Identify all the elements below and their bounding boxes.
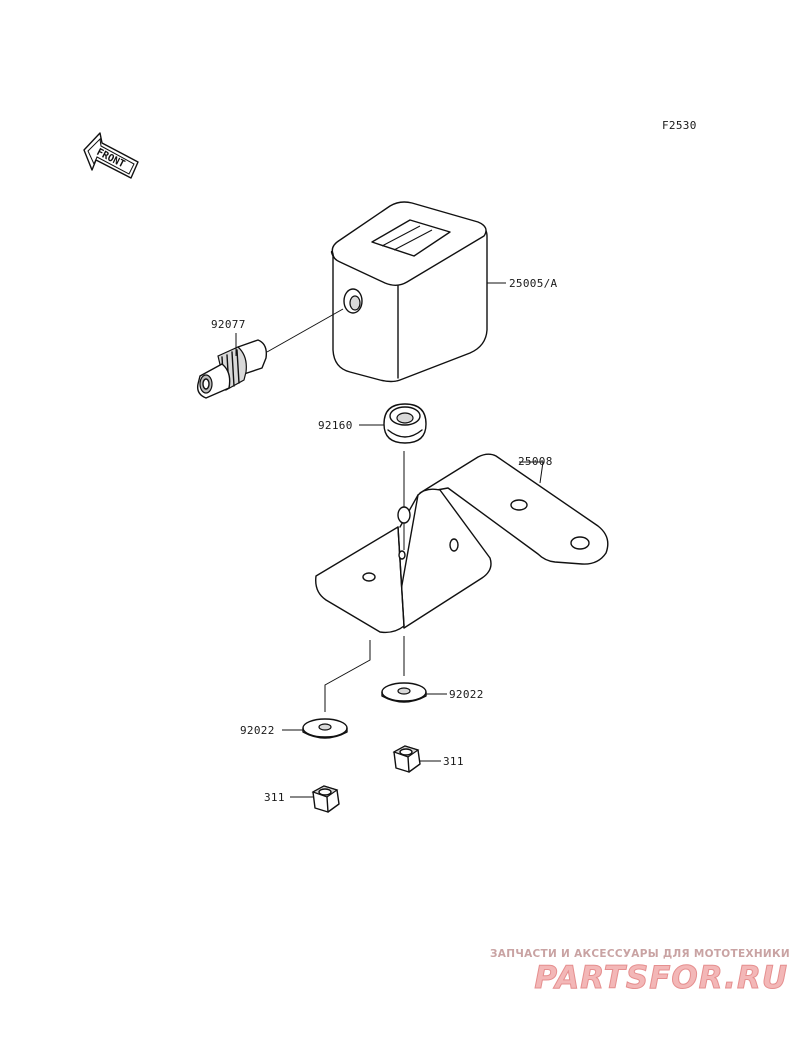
- watermark-logo: PARTSFOR.RU: [534, 960, 788, 997]
- leader-bracket-to-washer-left: [324, 640, 371, 712]
- part-label-311-right: 311: [443, 755, 464, 768]
- bulb-socket-part[interactable]: [196, 339, 268, 399]
- leader-25008: [519, 461, 544, 484]
- nut-left-part[interactable]: [311, 785, 340, 813]
- washer-left-part[interactable]: [302, 718, 348, 739]
- part-label-311-left: 311: [264, 791, 285, 804]
- bracket-part[interactable]: [315, 453, 609, 634]
- nut-right-part[interactable]: [392, 745, 421, 773]
- leader-socket-to-housing: [266, 308, 344, 353]
- part-label-92022-left: 92022: [240, 724, 275, 737]
- part-label-25008: 25008: [518, 455, 553, 468]
- part-label-92077: 92077: [211, 318, 246, 331]
- watermark-tagline: ЗАПЧАСТИ И АКСЕССУАРЫ ДЛЯ МОТОТЕХНИКИ: [490, 948, 790, 960]
- part-label-92160: 92160: [318, 419, 353, 432]
- part-label-25005a: 25005/A: [509, 277, 558, 290]
- grommet-part[interactable]: [383, 403, 427, 444]
- front-arrow-icon: FRONT: [83, 132, 139, 179]
- washer-right-part[interactable]: [381, 682, 427, 703]
- part-label-92022-right: 92022: [449, 688, 484, 701]
- figure-code: F2530: [662, 119, 697, 132]
- meter-housing-part[interactable]: [330, 201, 488, 383]
